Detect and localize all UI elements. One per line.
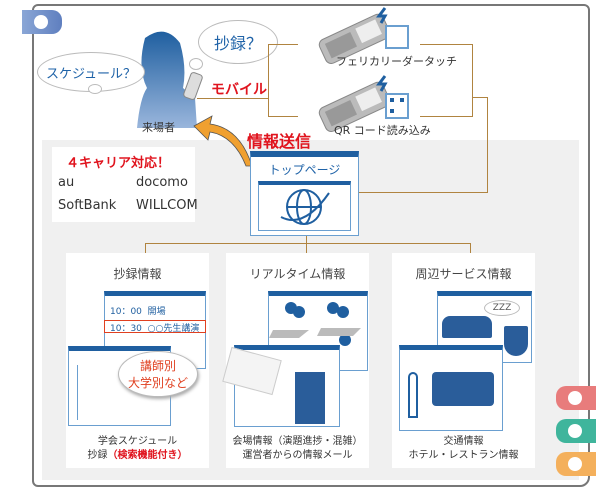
connector-line xyxy=(487,97,488,193)
panel-realtime: リアルタイム情報 会場情報（演題進捗・混雑） 運営者からの情報メール xyxy=(222,253,369,468)
panel-title: 抄録情報 xyxy=(113,267,162,281)
connector-line xyxy=(145,243,471,244)
connector-line xyxy=(470,243,471,253)
mobile-label: モバイル xyxy=(211,82,267,98)
thought-dot xyxy=(88,84,102,94)
green-tab[interactable] xyxy=(556,419,596,443)
top-page-window[interactable]: トップページ xyxy=(250,151,359,236)
people-icon xyxy=(269,302,361,346)
panel-title: リアルタイム情報 xyxy=(249,267,346,281)
caption-line: 交通情報 xyxy=(443,436,484,447)
panel-abstract: 抄録情報 10：00 開場 10：30 ○○先生講演 講師別大学別など 学会スケ… xyxy=(66,253,209,468)
visitor-label: 来場者 xyxy=(142,121,175,134)
connector-line xyxy=(420,44,473,45)
highlighted-row: 10：30 ○○先生講演 xyxy=(104,320,206,334)
connector-line xyxy=(145,243,146,253)
carrier-box: ４キャリア対応！ au docomo SoftBank WILLCOM xyxy=(52,147,198,222)
zzz-bubble: ZZZ xyxy=(484,300,520,316)
carrier-docomo: docomo xyxy=(136,175,188,190)
panel-services: 周辺サービス情報 ZZZ 交通情報ホテル・レストラン情報 xyxy=(392,253,535,468)
qr-phone-icon xyxy=(318,75,409,132)
restaurant-icon xyxy=(504,326,528,356)
caption-line: 抄録 xyxy=(87,450,108,461)
connector-line xyxy=(306,243,307,253)
connector-line xyxy=(472,97,488,98)
callout-line: 大学別など xyxy=(127,376,188,390)
caption-line: 会場情報（演題進捗・混雑） xyxy=(232,436,363,447)
bus-icon xyxy=(432,372,494,406)
carrier-au: au xyxy=(58,175,75,190)
carrier-title: ４キャリア対応！ xyxy=(66,156,171,171)
panel-caption: 交通情報ホテル・レストラン情報 xyxy=(392,435,535,463)
row-text: ○○先生講演 xyxy=(147,324,200,334)
felica-phone-icon xyxy=(318,7,409,64)
caption-line: 学会スケジュール xyxy=(97,436,178,447)
send-label: 情報送信 xyxy=(247,132,312,151)
connector-line xyxy=(268,44,298,45)
visitor-silhouette-icon xyxy=(137,31,203,128)
list-lines xyxy=(77,365,107,420)
server-icon xyxy=(295,372,325,424)
qr-label: QR コード読み込み xyxy=(334,124,431,137)
connector-line xyxy=(420,116,473,117)
connector-line xyxy=(306,235,307,244)
panel-caption: 会場情報（演題進捗・混雑） 運営者からの情報メール xyxy=(226,435,369,463)
transport-window xyxy=(399,345,503,431)
blue-tab[interactable] xyxy=(22,10,62,34)
send-arrow-icon xyxy=(193,115,253,167)
thought-dot xyxy=(189,58,203,70)
connector-line xyxy=(268,116,298,117)
row-text: 開場 xyxy=(147,307,166,317)
connector-line xyxy=(268,44,269,117)
bed-icon xyxy=(442,316,492,338)
connector-line xyxy=(316,192,488,193)
row-time: 10：30 xyxy=(110,324,142,334)
callout-line: 講師別 xyxy=(139,359,176,373)
caption-line: ホテル・レストラン情報 xyxy=(408,450,519,461)
bus-stop-icon xyxy=(408,372,418,418)
caption-line: 運営者からの情報メール xyxy=(242,450,353,461)
search-callout: 講師別大学別など xyxy=(118,351,198,397)
carrier-willcom: WILLCOM xyxy=(136,198,198,213)
orange-tab[interactable] xyxy=(556,452,596,476)
panel-title: 周辺サービス情報 xyxy=(415,267,512,281)
carrier-softbank: SoftBank xyxy=(58,198,117,213)
caption-highlight: （検索機能付き） xyxy=(107,450,188,461)
panel-caption: 学会スケジュール抄録（検索機能付き） xyxy=(66,435,209,463)
top-page-title: トップページ xyxy=(268,163,341,177)
connector-line xyxy=(472,44,473,117)
globe-icon xyxy=(280,189,330,225)
bubble-abstract: 抄録？ xyxy=(198,20,278,64)
red-tab[interactable] xyxy=(556,386,596,410)
connector-line xyxy=(197,98,269,99)
felica-label: フェリカリーダータッチ xyxy=(336,55,457,68)
row-time: 10：00 xyxy=(110,307,142,317)
globe-window xyxy=(258,181,351,231)
